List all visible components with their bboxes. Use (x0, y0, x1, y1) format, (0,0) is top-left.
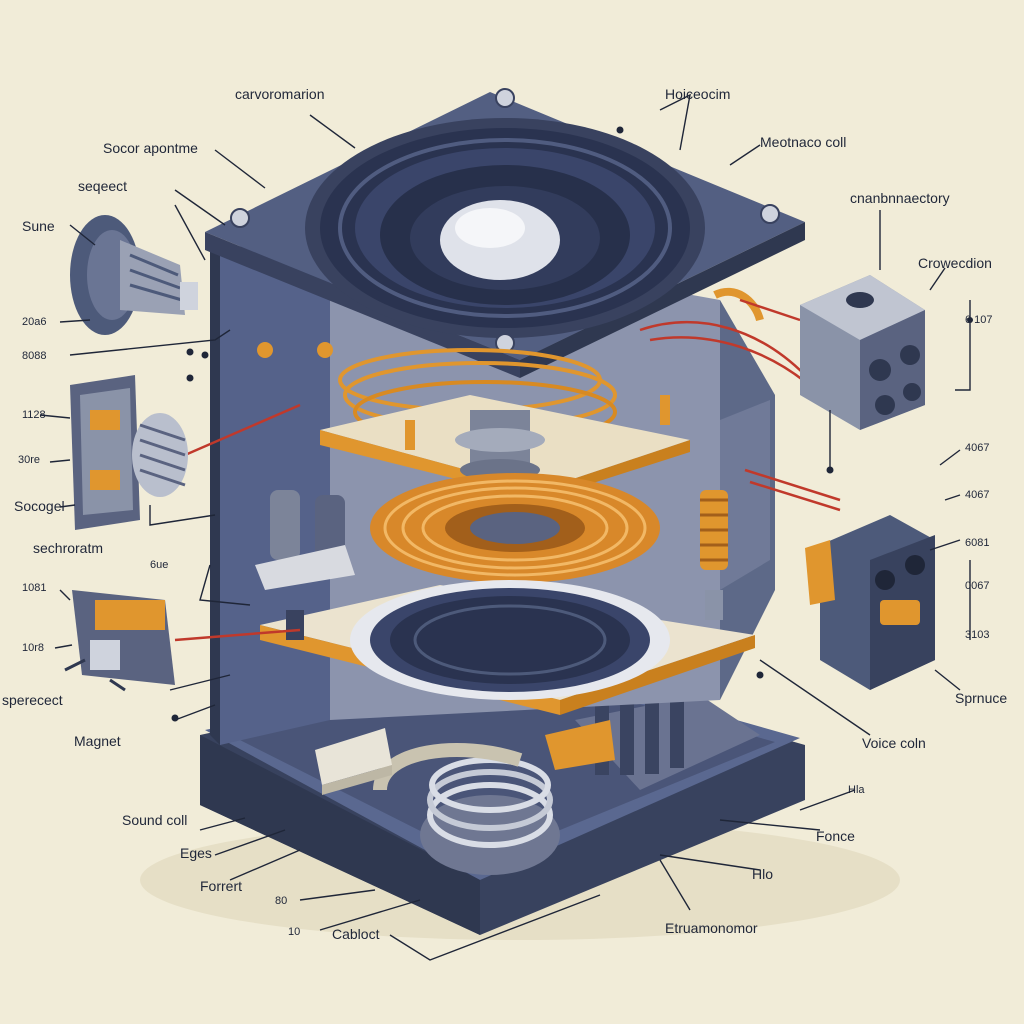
label-left-b: seqeect (78, 178, 128, 194)
label-left-g: sperecect (2, 692, 63, 708)
red-wires (174, 298, 841, 642)
label-right-b: Crowecdion (918, 255, 992, 271)
label-right-val-a: 6 107 (965, 314, 993, 326)
label-top-right-b: Meotnaco coll (760, 134, 847, 150)
label-left-val-d: 30re (18, 454, 41, 466)
leader-dots (171, 126, 973, 722)
label-right-val-b: 4067 (965, 442, 990, 454)
label-left-val-a: 20a6 (22, 316, 47, 328)
label-right-d: Voice coln (862, 735, 926, 751)
label-bottom-right-a: Hlo (752, 866, 774, 882)
label-left-val-f: 10r8 (22, 642, 45, 654)
label-left-val-c: 1128 (22, 409, 46, 421)
label-left-f: 6ue (150, 559, 169, 571)
label-right-a: cnanbnnaectory (850, 190, 950, 206)
lower-magnet (350, 580, 670, 700)
leader-lines (39, 93, 971, 961)
inner-capacitors (255, 490, 355, 640)
label-right-val-e: 0067 (965, 580, 990, 592)
label-right-f: Fonce (816, 828, 855, 844)
label-bottom-right-b: Etruamonomor (665, 920, 758, 936)
inner-inductor (700, 490, 728, 620)
left-terminal-block (70, 375, 188, 530)
base-heatsink (545, 694, 760, 790)
label-left-c: Sune (22, 218, 55, 234)
label-left-val-b: 8088 (22, 350, 47, 362)
left-crossover-board (64, 590, 175, 692)
label-right-val-d: 6081 (965, 537, 990, 549)
label-right-e: Hla (848, 784, 865, 796)
dust-cap (440, 200, 560, 280)
label-bottom-left-c: Forrert (200, 878, 242, 894)
voice-coil (370, 473, 660, 583)
label-left-h: Magnet (74, 733, 121, 749)
label-bottom-left-b: Eges (180, 845, 212, 861)
right-amp-box (805, 515, 935, 690)
label-left-d: Socogel (14, 498, 65, 514)
label-top-right-a: Hoiceocim (665, 86, 731, 102)
label-bottom-left-a: Sound coll (122, 812, 188, 828)
inner-resistors (257, 287, 764, 450)
label-bottom-val-b: 10 (288, 926, 301, 938)
label-right-val-f: 3103 (965, 629, 990, 641)
mounting-screws (230, 88, 780, 353)
label-left-a: Socor apontme (103, 140, 198, 156)
label-bottom-center: Cabloct (332, 926, 380, 942)
label-bottom-val-a: 80 (275, 895, 288, 907)
label-left-e: sechroratm (33, 540, 104, 556)
base-small-block (315, 728, 392, 795)
label-top-center: carvoromarion (235, 86, 325, 102)
left-tweeter-mount (70, 215, 198, 335)
label-right-val-c: 4067 (965, 489, 990, 501)
label-right-c: Sprnuce (955, 690, 1008, 706)
right-junction-box (800, 275, 925, 430)
label-left-val-e: 1081 (22, 582, 47, 594)
